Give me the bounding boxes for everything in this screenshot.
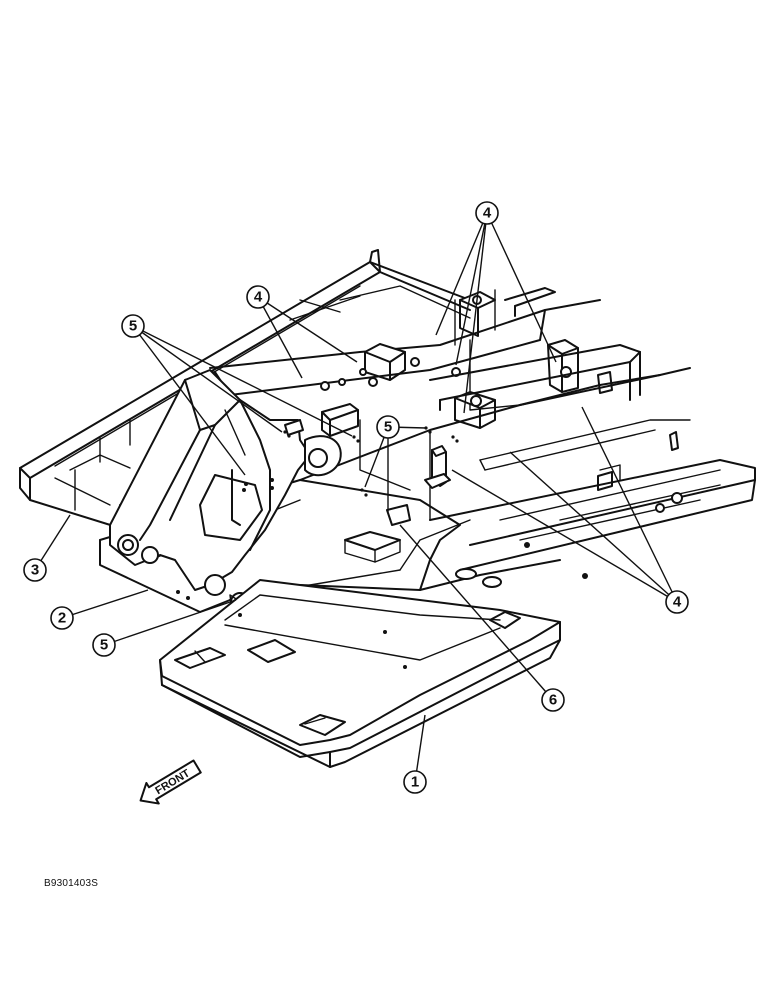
- callout-6-label: 6: [549, 692, 557, 709]
- callout-6: 6: [541, 688, 565, 712]
- callout-5-middle-label: 5: [384, 419, 392, 436]
- callout-2-label: 2: [58, 610, 66, 627]
- frame-assembly-drawing: [19, 249, 756, 768]
- callout-5-top-left: 5: [121, 314, 145, 338]
- callout-2: 2: [50, 606, 74, 630]
- front-side-frame: [159, 579, 561, 768]
- callout-4-left-label: 4: [254, 289, 263, 306]
- callout-4-top: 4: [475, 201, 499, 225]
- boom-mount-tower: [109, 369, 342, 619]
- right-cross-rails: [429, 344, 691, 471]
- callout-4-right-label: 4: [673, 594, 682, 611]
- bolt-groups: [283, 426, 459, 526]
- callout-1-label: 1: [411, 774, 419, 791]
- callout-5-bottom: 5: [92, 633, 116, 657]
- callout-1: 1: [403, 770, 427, 794]
- callout-5-middle: 5: [376, 415, 400, 439]
- front-direction-arrow: FRONT: [139, 759, 202, 805]
- callout-4-left: 4: [246, 285, 270, 309]
- callout-4-top-label: 4: [483, 205, 492, 222]
- callout-5-top-left-label: 5: [129, 318, 137, 335]
- callout-3-label: 3: [31, 562, 39, 579]
- callout-5-bottom-label: 5: [100, 637, 108, 654]
- callout-4-right: 4: [665, 590, 689, 614]
- right-side-frame: [429, 431, 756, 571]
- drawing-code: B9301403S: [44, 878, 99, 889]
- callout-3: 3: [23, 558, 47, 582]
